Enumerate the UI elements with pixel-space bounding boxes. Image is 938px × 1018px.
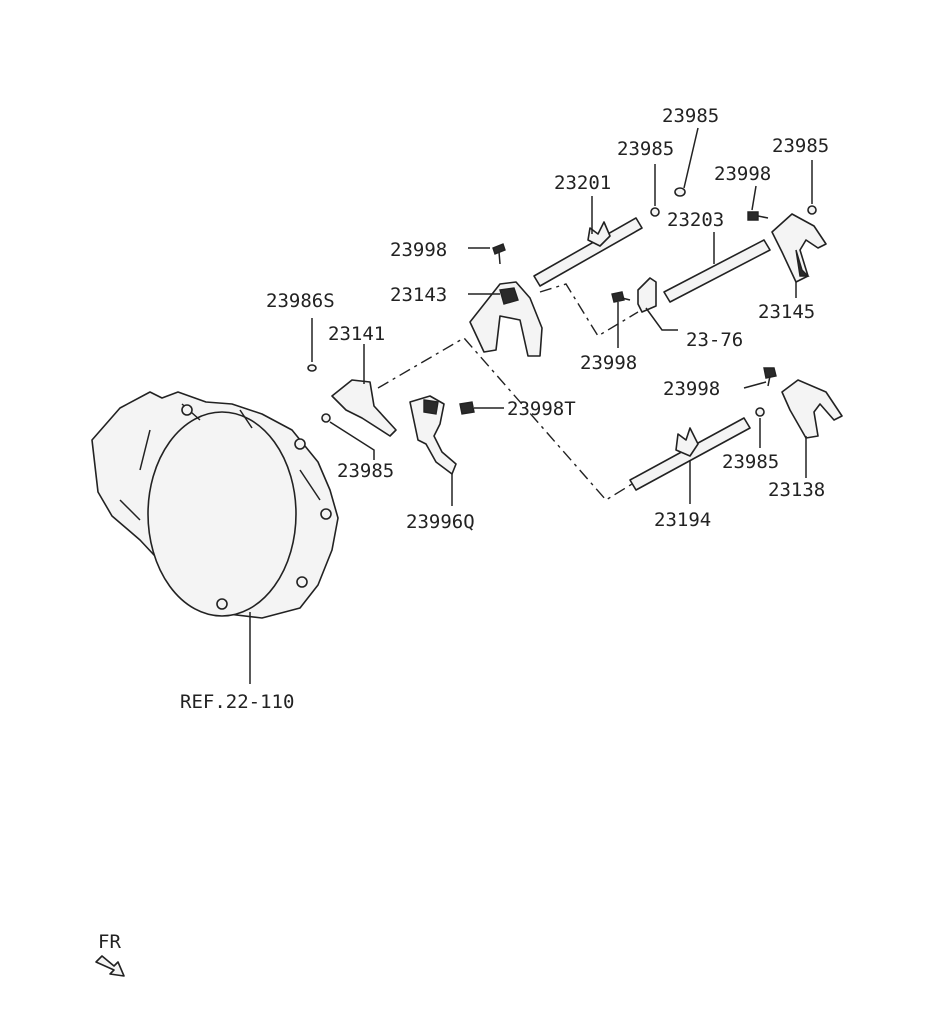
- shift-fork-23143: [469, 281, 543, 357]
- label-ref: REF.22-110: [180, 691, 294, 713]
- bolt-23998-d: [763, 367, 777, 387]
- bolt-23998T: [459, 401, 482, 415]
- label-23998-upper: 23998: [390, 239, 447, 261]
- shift-rail-23203: [663, 239, 771, 303]
- label-23141: 23141: [328, 323, 385, 345]
- label-23985-top: 23985: [662, 105, 719, 127]
- shift-fork-23145: [771, 213, 827, 283]
- shift-rail-23194: [629, 417, 751, 491]
- label-23985-lower-right: 23985: [722, 451, 779, 473]
- label-23194: 23194: [654, 509, 711, 531]
- snap-ring-23985-e: [321, 413, 331, 423]
- shift-bracket-23176: [637, 277, 657, 313]
- label-23998-lower-right: 23998: [663, 378, 720, 400]
- label-23985-right: 23985: [772, 135, 829, 157]
- snap-ring-23985-a: [674, 187, 686, 197]
- snap-ring-23985-c: [807, 205, 817, 215]
- label-23201: 23201: [554, 172, 611, 194]
- front-arrow-icon: [95, 955, 125, 977]
- label-23996Q: 23996Q: [406, 511, 475, 533]
- bolt-23998-c: [611, 291, 631, 303]
- label-23176: 23-76: [686, 329, 743, 351]
- snap-ring-23985-d: [755, 407, 765, 417]
- shift-lever-23141: [331, 379, 397, 437]
- label-23986S: 23986S: [266, 290, 335, 312]
- front-label: FR: [98, 931, 121, 953]
- label-23138: 23138: [768, 479, 825, 501]
- transmission-case: [91, 391, 339, 619]
- label-23998-mid: 23998: [580, 352, 637, 374]
- label-23145: 23145: [758, 301, 815, 323]
- assembly-line-lower: [377, 337, 633, 501]
- label-23985-lower-left: 23985: [337, 460, 394, 482]
- pin-23986S: [307, 364, 317, 372]
- label-23985-left: 23985: [617, 138, 674, 160]
- shift-fork-23138: [781, 379, 843, 439]
- label-23998T: 23998T: [507, 398, 576, 420]
- label-23203: 23203: [667, 209, 724, 231]
- bolt-23998-b: [747, 211, 769, 221]
- label-23143: 23143: [390, 284, 447, 306]
- shift-bracket-23996Q: [409, 395, 457, 475]
- shift-rail-23201: [533, 217, 643, 287]
- snap-ring-23985-b: [650, 207, 660, 217]
- bolt-23998-a: [492, 243, 506, 265]
- label-23998-right: 23998: [714, 163, 771, 185]
- assembly-line-upper: [539, 283, 639, 337]
